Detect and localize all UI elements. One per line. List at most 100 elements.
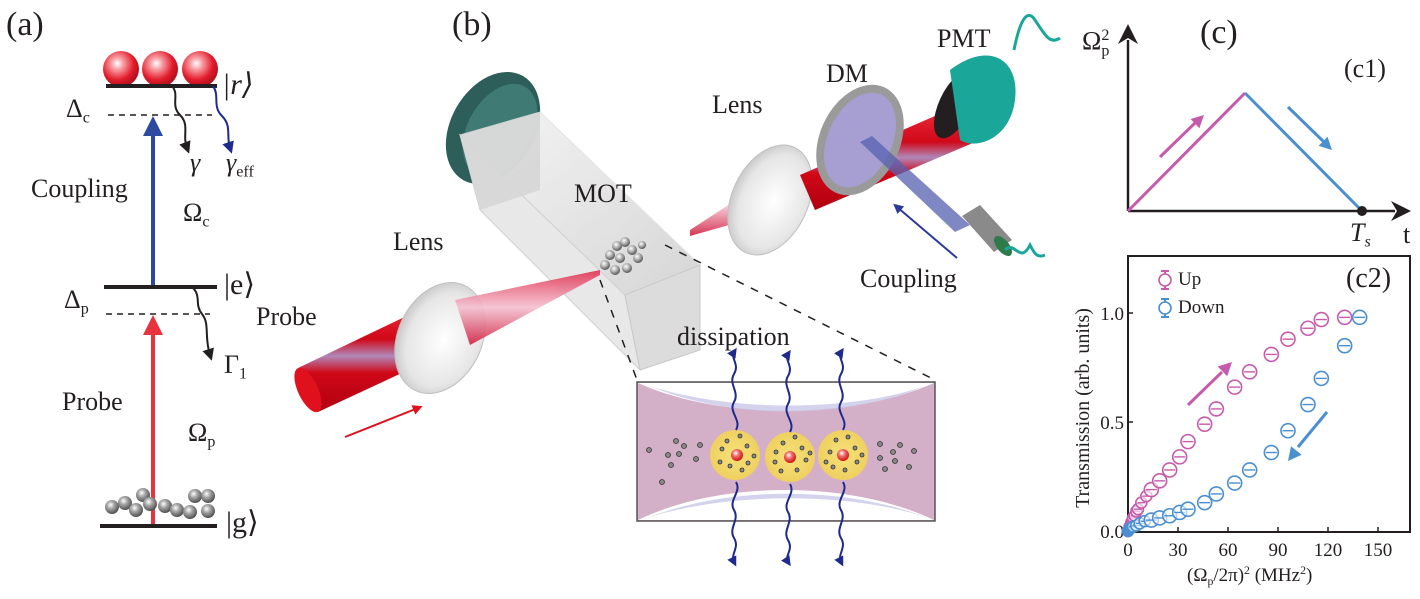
coupling-rabi-label: Ωc bbox=[183, 200, 209, 231]
decay-gamma-eff-arrow bbox=[212, 85, 234, 154]
fiber-collimator bbox=[962, 205, 1046, 258]
pmt-label: PMT bbox=[937, 24, 991, 53]
level-r-label: |r⟩ bbox=[222, 68, 254, 101]
c2-x-label-unit-sup: 2 bbox=[1300, 564, 1306, 577]
rydberg-atom bbox=[142, 51, 178, 87]
lens-right-label: Lens bbox=[712, 90, 763, 119]
c1-y-label-sup: 2 bbox=[1101, 27, 1110, 44]
gamma1-label: Γ1 bbox=[224, 352, 247, 383]
c1-x-label: t bbox=[1403, 220, 1411, 249]
gamma1-symbol: Γ bbox=[224, 350, 240, 379]
c2-x-tick-label: 150 bbox=[1364, 540, 1393, 561]
ground-atoms bbox=[105, 488, 215, 519]
coupling-beam bbox=[860, 136, 970, 232]
level-g-label: |g⟩ bbox=[226, 506, 259, 539]
c2-y-tick-label: 0.5 bbox=[1100, 413, 1124, 434]
detuning-c-symbol: Δ bbox=[66, 94, 83, 123]
rydberg-core bbox=[784, 451, 796, 463]
probe-input-arrow bbox=[344, 405, 423, 438]
c1-title: (c1) bbox=[1344, 54, 1386, 83]
c1-y-label-sub: p bbox=[1101, 42, 1110, 60]
dissipation-arrow-down bbox=[834, 481, 846, 567]
panel-b-label: (b) bbox=[452, 6, 492, 43]
mot-label: MOT bbox=[574, 179, 632, 208]
probe-rabi-sub: p bbox=[207, 433, 216, 451]
c1-down-arrowhead bbox=[1318, 136, 1332, 150]
gamma-eff-symbol: γ bbox=[226, 148, 237, 177]
c1-series-down bbox=[1243, 91, 1364, 213]
c1-y-label-symbol: Ω bbox=[1082, 26, 1102, 56]
detuning-p-sub: p bbox=[80, 300, 89, 318]
c1-ts-sub: s bbox=[1364, 233, 1371, 251]
c1-x-tick-ts: Ts bbox=[1350, 220, 1371, 251]
coupling-beam-label: Coupling bbox=[860, 264, 957, 293]
c2-x-tick-label: 60 bbox=[1219, 540, 1238, 561]
c1-y-label: Ωp2 bbox=[1082, 26, 1110, 60]
dissipation-arrow-up bbox=[727, 347, 739, 431]
panel-b-graphics bbox=[294, 13, 1061, 567]
c1-series-up bbox=[1126, 91, 1247, 213]
panel-a-label: (a) bbox=[6, 6, 44, 43]
lens-right bbox=[727, 144, 813, 256]
c2-legend-up: Up bbox=[1178, 269, 1202, 290]
c2-y-tick-label: 0.0 bbox=[1100, 522, 1124, 543]
decay-gamma-arrow bbox=[171, 85, 191, 154]
c2-up-arrowhead bbox=[1217, 362, 1232, 377]
dissipation-arrow-up bbox=[781, 349, 793, 433]
c2-x-tick-label: 120 bbox=[1314, 540, 1343, 561]
mot-atom-cloud bbox=[600, 237, 646, 275]
probe-label: Probe bbox=[62, 387, 123, 416]
coupling-label: Coupling bbox=[31, 174, 128, 203]
detuning-c-label: Δc bbox=[66, 96, 90, 127]
c1-up-arrowhead bbox=[1190, 115, 1204, 129]
c2-x-tick-label: 90 bbox=[1269, 540, 1288, 561]
probe-rabi-symbol: Ω bbox=[188, 418, 208, 447]
detuning-p-symbol: Δ bbox=[64, 285, 81, 314]
c2-y-tick-label: 1.0 bbox=[1100, 304, 1124, 325]
c2-x-label-sup: 2 bbox=[1244, 564, 1250, 577]
c2-x-label-unit: (MHz bbox=[1249, 565, 1301, 587]
zoom-guide-left bbox=[599, 279, 638, 381]
rydberg-atom bbox=[182, 51, 218, 87]
c2-x-tick-label: 0 bbox=[1123, 540, 1133, 561]
c2-y-label: Transmission (arb. units) bbox=[1072, 308, 1094, 508]
coupling-rabi-sub: c bbox=[202, 213, 210, 231]
zoom-guide-right bbox=[664, 244, 936, 381]
c2-x-label: (Ωp/2π)2 (MHz2) bbox=[1187, 565, 1312, 588]
gamma-label: γ bbox=[190, 148, 201, 177]
probe-focus-left bbox=[455, 270, 600, 345]
panel-c-label: (c) bbox=[1200, 14, 1238, 51]
c2-down-arrow bbox=[1296, 411, 1329, 448]
probe-beam-label: Probe bbox=[256, 302, 317, 331]
c2-down-arrowhead bbox=[1288, 446, 1302, 461]
detuning-c-sub: c bbox=[82, 109, 90, 127]
rydberg-core bbox=[837, 449, 849, 461]
c1-ts-symbol: T bbox=[1350, 218, 1365, 247]
c2-legend-circle bbox=[1158, 273, 1172, 287]
zoom-inset bbox=[636, 347, 936, 567]
c2-title: (c2) bbox=[1346, 263, 1392, 294]
dm-label: DM bbox=[826, 59, 868, 88]
decay-gamma1-arrow bbox=[191, 286, 214, 361]
c2-up-arrow bbox=[1186, 370, 1224, 407]
rydberg-core bbox=[731, 449, 743, 461]
dissipation-arrow-up bbox=[834, 347, 846, 431]
level-e-label: |e⟩ bbox=[224, 268, 256, 301]
lens-left-label: Lens bbox=[393, 227, 444, 256]
c1-ts-point bbox=[1357, 206, 1367, 216]
c2-plot-frame bbox=[1127, 255, 1411, 533]
c1-down-arrow bbox=[1286, 105, 1326, 144]
coupling-input-arrow bbox=[893, 203, 958, 259]
glass-cell bbox=[459, 111, 701, 372]
dissipation-arrow-down bbox=[727, 481, 739, 567]
dichroic-mirror bbox=[816, 84, 904, 196]
rydberg-atom bbox=[103, 51, 139, 87]
dissipation-label: dissipation bbox=[677, 322, 790, 351]
pmt-detector bbox=[933, 13, 1061, 144]
c2-x-label-mid: /2π) bbox=[1213, 565, 1245, 587]
c1-up-arrow bbox=[1158, 120, 1198, 159]
probe-rabi-label: Ωp bbox=[188, 420, 215, 451]
c2-legend-circle bbox=[1158, 301, 1172, 315]
